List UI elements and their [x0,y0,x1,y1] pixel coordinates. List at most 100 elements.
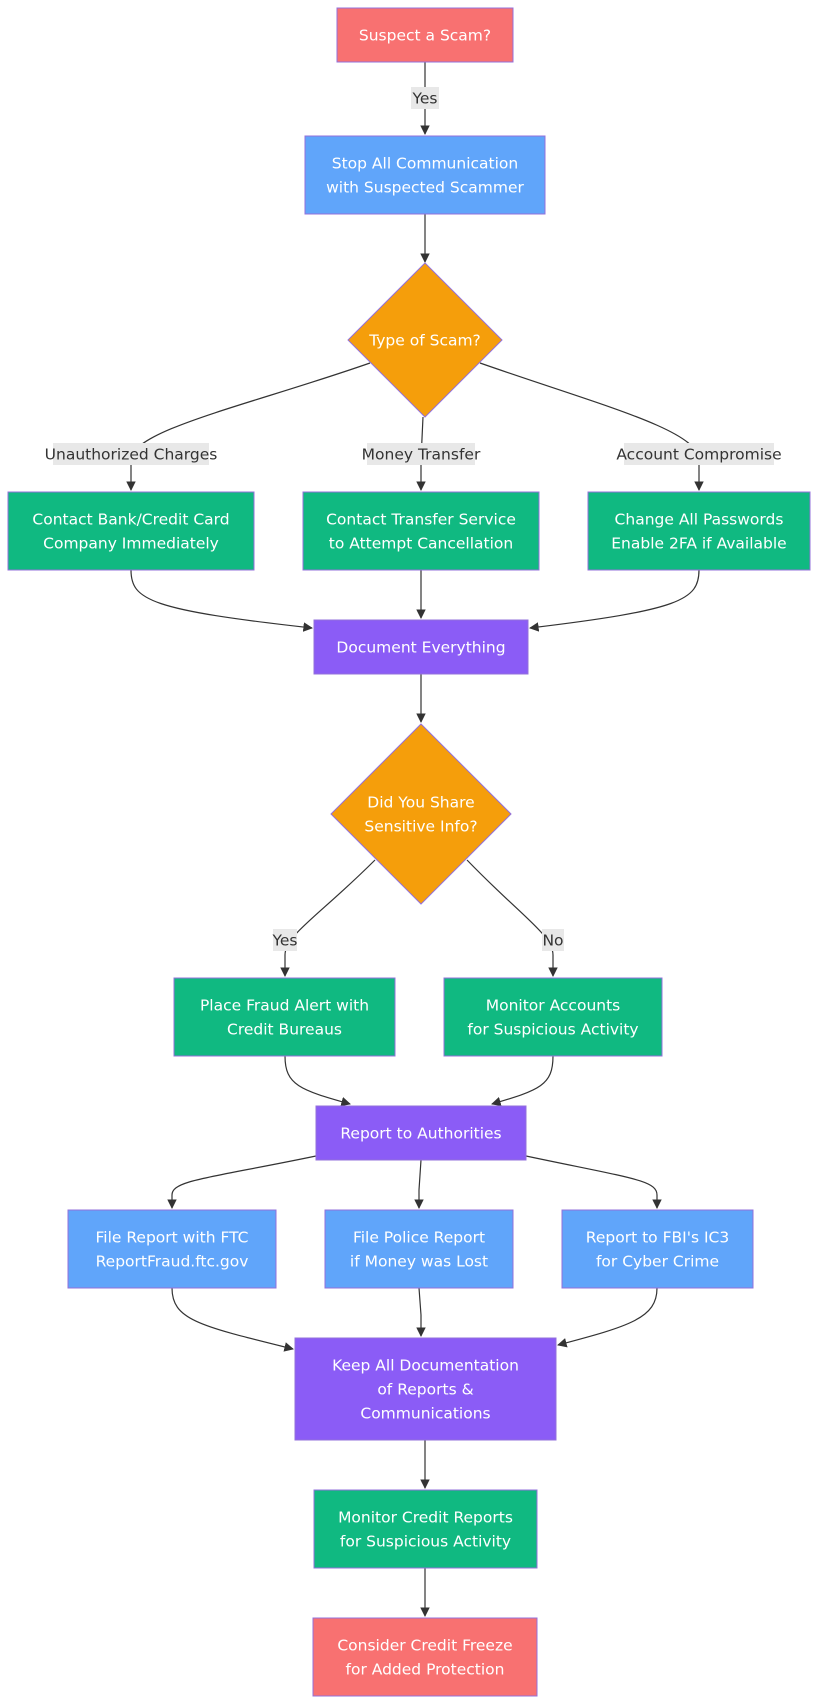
node-freeze: Consider Credit Freeze for Added Protecti… [312,1617,538,1697]
edge-shared-fraud [280,859,376,977]
node-box [294,1337,557,1441]
node-ic3: Report to FBI's IC3 for Cyber Crime [561,1209,754,1289]
node-label-line: Contact Bank/Credit Card [32,511,229,529]
edge-label-background [53,443,209,465]
node-transfer: Contact Transfer Service to Attempt Cance… [302,491,540,571]
node-label-line: Keep All Documentation [332,1357,519,1375]
edge-label-text: Account Compromise [616,446,781,464]
node-monitor-accounts: Monitor Accounts for Suspicious Activity [443,977,663,1057]
node-box [173,977,396,1057]
node-label-line: Consider Credit Freeze [337,1637,512,1655]
node-label-line: ReportFraud.ftc.gov [96,1253,249,1271]
node-label-line: Company Immediately [43,535,219,553]
node-box [67,1209,277,1289]
node-label-line: Sensitive Info? [364,818,477,836]
edge-label-text: Unauthorized Charges [45,446,218,464]
node-label-line: Monitor Credit Reports [338,1509,513,1527]
edge-label-background [273,929,297,951]
edge-label-background [624,443,774,465]
node-box [312,1617,538,1697]
node-label-line: if Money was Lost [350,1253,488,1271]
node-box [336,7,514,63]
edge-report-ic3 [525,1155,662,1209]
edge-report-police [414,1159,424,1209]
edge-label-money-transfer: Money Transfer [362,443,481,465]
node-label-line: for Cyber Crime [596,1253,719,1271]
edge-label-text: Yes [271,932,297,950]
node-label-line: Contact Transfer Service [326,511,516,529]
node-label-line: Place Fraud Alert with [200,997,369,1015]
node-label-line: Enable 2FA if Available [611,535,786,553]
edge-label-shared-yes: Yes [271,929,298,951]
edge-label-unauthorized: Unauthorized Charges [45,443,218,465]
node-box [7,491,255,571]
node-label-line: Report to Authorities [340,1125,501,1143]
edge-label-background [367,443,475,465]
node-box [315,1105,527,1161]
edge-label-text: Money Transfer [362,446,481,464]
node-label-line: File Report with FTC [95,1229,248,1247]
edge-label-account-compromise: Account Compromise [616,443,782,465]
node-label-line: Did You Share [367,794,474,812]
node-label-line: Stop All Communication [332,155,518,173]
node-monitor-credit: Monitor Credit Reports for Suspicious Act… [313,1489,538,1569]
node-stop: Stop All Communication with Suspected Sca… [304,135,546,215]
node-label-line: Monitor Accounts [486,997,621,1015]
node-label-line: for Suspicious Activity [340,1533,511,1551]
node-document: Document Everything [313,619,529,675]
node-label-line: Report to FBI's IC3 [586,1229,729,1247]
edge-passwords-document [529,569,700,632]
edges-layer [126,62,704,1617]
node-police: File Police Report if Money was Lost [324,1209,514,1289]
node-label-line: to Attempt Cancellation [329,535,513,553]
node-start: Suspect a Scam? [336,7,514,63]
edge-label-start-yes: Yes [411,87,439,109]
edge-monitor-report [491,1055,554,1107]
node-box [304,135,546,215]
nodes-layer: Suspect a Scam? Stop All Communication wit… [7,7,811,1697]
node-box [302,491,540,571]
edge-fraud-report [284,1055,351,1107]
node-label-line: Credit Bureaus [227,1021,342,1039]
node-label-line: Change All Passwords [615,511,784,529]
node-report: Report to Authorities [315,1105,527,1161]
edge-label-text: Yes [411,90,437,108]
node-label-line: Communications [360,1405,490,1423]
node-box [324,1209,514,1289]
decision-diamond [330,723,512,905]
node-label-line: with Suspected Scammer [326,179,524,197]
edge-police-keep [416,1287,426,1337]
node-box [443,977,663,1057]
edge-label-background [542,929,564,951]
node-box [587,491,811,571]
edge-bank-document [130,569,313,632]
edge-type-bank [126,362,371,491]
node-type: Type of Scam? [347,262,503,418]
node-label-line: for Suspicious Activity [467,1021,638,1039]
edge-ic3-keep [557,1287,658,1348]
node-label-line: Type of Scam? [368,332,481,350]
decision-diamond [347,262,503,418]
node-label-line: Document Everything [336,639,505,657]
edge-ftc-keep [171,1287,294,1352]
node-box [313,1489,538,1569]
edge-label-text: No [542,932,563,950]
node-box [561,1209,754,1289]
node-ftc: File Report with FTC ReportFraud.ftc.gov [67,1209,277,1289]
edge-shared-monitor [466,859,558,977]
edge-label-shared-no: No [542,929,564,951]
edge-report-ftc [167,1155,317,1209]
node-label-line: Suspect a Scam? [359,27,491,45]
edge-label-background [411,87,439,109]
edge-type-passwords [479,362,704,491]
node-box [313,619,529,675]
node-label-line: File Police Report [353,1229,485,1247]
node-label-line: for Added Protection [346,1661,505,1679]
